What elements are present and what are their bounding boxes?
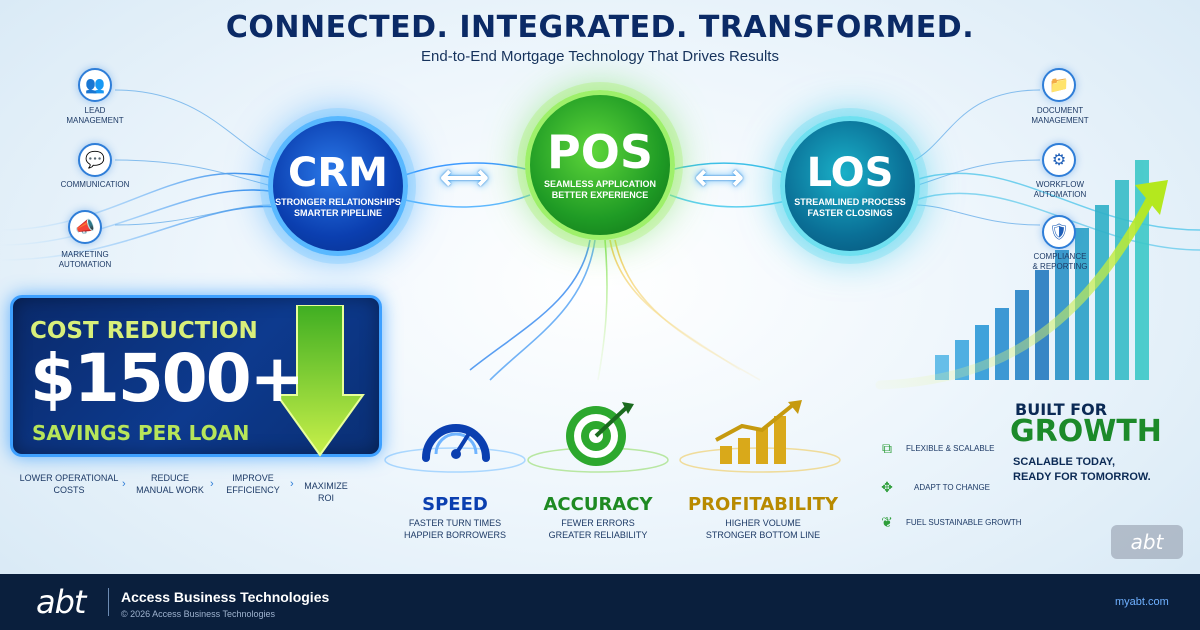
growth-line1: SCALABLE TODAY, — [1013, 456, 1116, 468]
crm-line1: STRONGER RELATIONSHIPS — [275, 196, 401, 207]
benefit-line1: LOWER OPERATIONAL — [19, 473, 119, 483]
chevron-right-icon: › — [290, 478, 294, 490]
communication-label: COMMUNICATION — [60, 180, 130, 189]
crm-label: CRM — [288, 149, 388, 196]
crm-line2: SMARTER PIPELINE — [293, 208, 382, 218]
gear-icon: ⚙ — [1042, 143, 1076, 177]
fuel-growth-label: FUEL SUSTAINABLE GROWTH — [906, 518, 1022, 527]
los-label: LOS — [806, 149, 894, 196]
abt-logo: abt — [36, 583, 86, 621]
profitability-line2: STRONGER BOTTOM LINE — [705, 530, 821, 541]
adapt-to-change-label: ADAPT TO CHANGE — [914, 483, 991, 492]
leaf-icon: ❦ — [881, 513, 893, 530]
crm-hub: CRM STRONGER RELATIONSHIPS SMARTER PIPEL… — [268, 116, 408, 256]
pos-line2: BETTER EXPERIENCE — [551, 190, 649, 200]
workflow-automation-line2: AUTOMATION — [1033, 190, 1087, 200]
cost-title: COST REDUCTION — [30, 318, 258, 344]
arrows-icon: ✥ — [881, 478, 893, 495]
flow-lines-graphic — [0, 89, 1200, 473]
cost-amount: $1500+ — [30, 340, 305, 417]
compliance-reporting-label: COMPLIANCE & REPORTING — [1015, 252, 1105, 273]
growth-built-for: BUILT FOR — [1015, 400, 1108, 419]
abt-watermark-logo: abt — [1111, 525, 1183, 559]
footer-divider — [108, 588, 109, 616]
growth-subtitle: SCALABLE TODAY, READY FOR TOMORROW. — [1013, 455, 1183, 486]
speed-line1: FASTER TURN TIMES — [408, 518, 502, 528]
subheadline: End-to-End Mortgage Technology That Driv… — [421, 48, 779, 65]
speedometer-icon — [422, 424, 490, 462]
document-management-line2: MANAGEMENT — [1031, 116, 1089, 126]
lead-management-line2: MANAGEMENT — [66, 116, 124, 126]
headline: CONNECTED. INTEGRATED. TRANSFORMED. — [225, 10, 975, 45]
footer-bar — [0, 574, 1200, 630]
pos-los-connector-icon: ⟷ — [695, 159, 744, 197]
speed-line2: HAPPIER BORROWERS — [403, 530, 506, 541]
marketing-automation-line1: MARKETING — [61, 250, 109, 259]
workflow-automation-line1: WORKFLOW — [1036, 180, 1084, 189]
profitability-title: PROFITABILITY — [687, 494, 839, 515]
cost-subtitle: SAVINGS PER LOAN — [32, 421, 250, 445]
document-management-line1: DOCUMENT — [1036, 106, 1084, 115]
growth-arrow-graphic — [875, 195, 1155, 390]
benefit-line1: MAXIMIZE — [304, 481, 348, 491]
megaphone-icon: 📣 — [68, 210, 102, 244]
los-line1: STREAMLINED PROCESS — [794, 196, 906, 207]
accuracy-line1: FEWER ERRORS — [561, 518, 635, 528]
benefit-line1: IMPROVE — [232, 473, 274, 483]
los-hub: LOS STREAMLINED PROCESS FASTER CLOSINGS — [780, 116, 920, 256]
bar-chart-icon — [715, 400, 802, 464]
benefit-line2: MANUAL WORK — [136, 485, 204, 496]
benefit-maximize-roi: MAXIMIZE ROI — [290, 480, 362, 504]
target-icon — [566, 402, 634, 466]
profitability-subtitle: HIGHER VOLUME STRONGER BOTTOM LINE — [683, 517, 843, 541]
website-link[interactable]: myabt.com — [1115, 596, 1169, 608]
flexible-scalable-label: FLEXIBLE & SCALABLE — [906, 444, 995, 453]
speed-subtitle: FASTER TURN TIMES HAPPIER BORROWERS — [385, 517, 525, 541]
shield-icon: 🛡 — [1042, 215, 1076, 249]
benefit-improve-efficiency: IMPROVE EFFICIENCY — [218, 472, 288, 496]
growth-line2: READY FOR TOMORROW. — [1013, 471, 1151, 484]
chevron-right-icon: › — [122, 478, 126, 490]
workflow-automation-label: WORKFLOW AUTOMATION — [1015, 180, 1105, 201]
pos-label: POS — [547, 124, 653, 179]
crm-pos-connector-icon: ⟷ — [440, 159, 489, 197]
people-icon: 👥 — [78, 68, 112, 102]
document-management-label: DOCUMENT MANAGEMENT — [1015, 106, 1105, 127]
accuracy-title: ACCURACY — [543, 494, 653, 515]
folder-icon: 📁 — [1042, 68, 1076, 102]
profitability-line1: HIGHER VOLUME — [725, 518, 801, 528]
accuracy-line2: GREATER RELIABILITY — [548, 530, 648, 541]
lead-management-line1: LEAD — [84, 106, 106, 115]
benefit-line2: ROI — [317, 493, 334, 504]
speed-title: SPEED — [422, 494, 488, 515]
benefit-line1: REDUCE — [150, 473, 189, 483]
copyright-text: © 2026 Access Business Technologies — [121, 609, 276, 619]
company-name: Access Business Technologies — [121, 589, 330, 605]
pos-line1: SEAMLESS APPLICATION — [543, 178, 656, 189]
benefit-lower-costs: LOWER OPERATIONAL COSTS — [14, 472, 124, 496]
pos-hub: POS SEAMLESS APPLICATION BETTER EXPERIEN… — [525, 90, 675, 240]
chevron-right-icon: › — [210, 478, 214, 490]
lead-management-label: LEAD MANAGEMENT — [50, 106, 140, 127]
compliance-reporting-line1: COMPLIANCE — [1033, 252, 1087, 261]
down-arrow-icon — [275, 305, 365, 457]
cubes-icon: ⧉ — [882, 439, 892, 456]
accuracy-subtitle: FEWER ERRORS GREATER RELIABILITY — [523, 517, 673, 541]
benefit-line2: COSTS — [53, 485, 85, 496]
growth-title: GROWTH — [1010, 414, 1162, 449]
los-line2: FASTER CLOSINGS — [807, 208, 893, 218]
compliance-reporting-line2: & REPORTING — [1032, 262, 1088, 272]
marketing-automation-label: MARKETING AUTOMATION — [40, 250, 130, 271]
benefit-reduce-manual-work: REDUCE MANUAL WORK — [130, 472, 210, 496]
benefit-line2: EFFICIENCY — [226, 485, 280, 496]
chat-icon: 💬 — [78, 143, 112, 177]
marketing-automation-line2: AUTOMATION — [58, 260, 112, 270]
growth-bars-graphic — [935, 160, 1149, 380]
